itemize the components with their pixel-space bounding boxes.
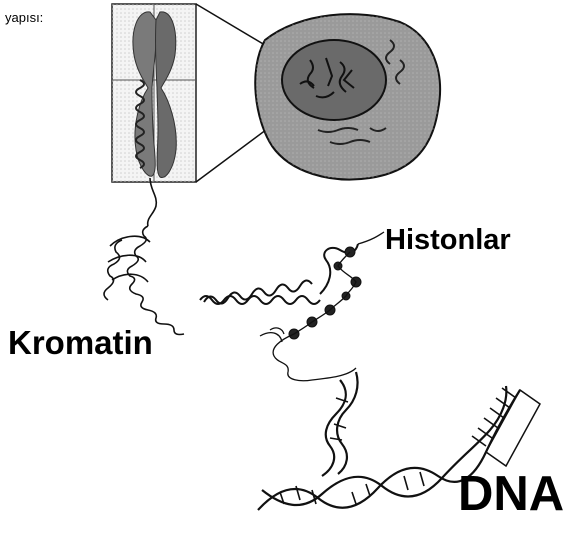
histone-beads xyxy=(289,247,361,339)
chromatin-fiber xyxy=(104,178,184,335)
dna-label: DNA xyxy=(458,467,564,521)
solenoid-coil xyxy=(200,244,358,304)
histone-linker xyxy=(260,232,384,381)
kromatin-label: Kromatin xyxy=(8,324,153,361)
histonlar-label: Histonlar xyxy=(385,224,511,256)
nucleus-icon xyxy=(282,40,386,120)
caption-text: yapısı: xyxy=(5,10,43,25)
chromosome-panel xyxy=(112,4,196,182)
